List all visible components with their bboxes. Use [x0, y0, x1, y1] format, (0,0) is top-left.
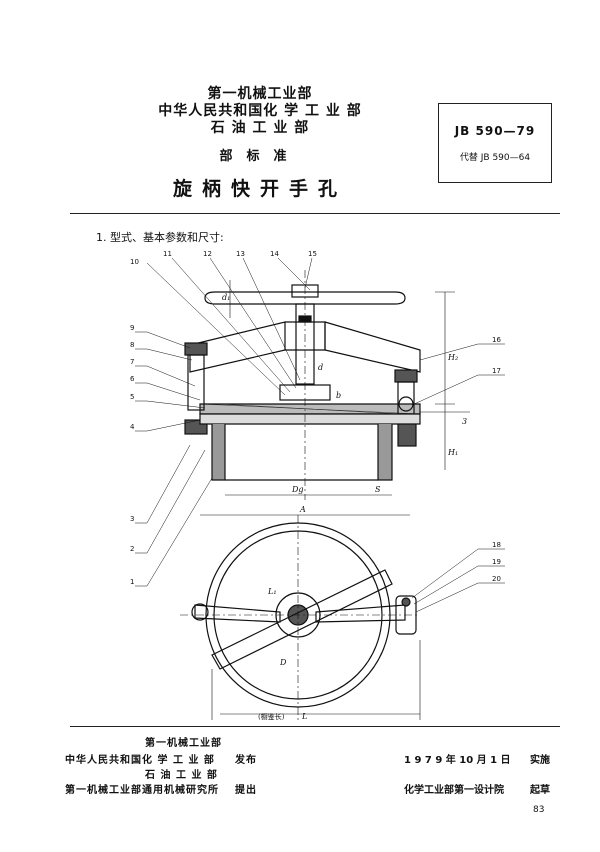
- callout-15: 15: [308, 250, 317, 258]
- replaces-standard: 代替 JB 590—64: [459, 153, 531, 163]
- standard-code-box: JB 590—79 代替 JB 590—64: [438, 103, 552, 183]
- right-bolt-nut-top: [394, 369, 418, 383]
- left-bolt: [187, 354, 205, 411]
- callout-10: 10: [130, 258, 139, 266]
- left-bolt-nut-top: [184, 342, 208, 356]
- callout-7: 7: [130, 358, 134, 366]
- dim-3: 3: [462, 417, 467, 426]
- dim-H2: H₂: [447, 353, 458, 362]
- ministry-line-1: 第一机械工业部: [207, 86, 313, 102]
- yoke-right-arm: [324, 321, 421, 373]
- plan-handle-bar: [211, 569, 393, 670]
- flange: [199, 413, 421, 425]
- dim-L1: L₁: [267, 587, 277, 596]
- callout-9: 9: [130, 324, 134, 332]
- dim-D: D: [279, 658, 287, 667]
- dim-H1: H₁: [447, 448, 458, 457]
- callout-4: 4: [130, 423, 135, 431]
- handle-bar: [204, 291, 406, 305]
- neck-right: [377, 424, 393, 481]
- dim-b: b: [336, 391, 341, 400]
- plan-left-pin: [191, 603, 209, 621]
- callout-17: 17: [492, 367, 501, 375]
- issuer-line-1: 第一机械工业部: [145, 738, 222, 749]
- proposed-label: 提出: [235, 785, 257, 796]
- callout-12: 12: [203, 250, 212, 258]
- page-number: 83: [533, 805, 545, 815]
- callout-16: 16: [492, 336, 501, 344]
- callout-20: 20: [492, 575, 501, 583]
- dim-L: L: [301, 712, 307, 721]
- callout-3: 3: [130, 515, 134, 523]
- drafter: 化学工业部第一设计院: [404, 785, 504, 796]
- dim-S: S: [375, 485, 381, 494]
- neck-left: [211, 424, 226, 481]
- callout-5: 5: [130, 393, 134, 401]
- issued-label: 发布: [235, 755, 257, 766]
- callout-18: 18: [492, 541, 501, 549]
- issuer-line-3: 石 油 工 业 部: [145, 770, 218, 781]
- plan-yoke-left: [194, 604, 281, 623]
- effective-label: 实施: [530, 755, 550, 766]
- callout-1: 1: [130, 578, 134, 586]
- proposer: 第一机械工业部通用机械研究所: [65, 785, 219, 796]
- callout-8: 8: [130, 341, 134, 349]
- dim-d: d: [318, 363, 323, 372]
- callout-11: 11: [163, 250, 172, 258]
- header-rule: [70, 213, 560, 214]
- dim-d1: d₁: [222, 293, 230, 302]
- plan-yoke-right: [315, 604, 406, 623]
- callout-19: 19: [492, 558, 501, 566]
- footer-rule: [70, 726, 560, 727]
- dim-A: A: [299, 505, 306, 514]
- right-bolt-pin: [398, 396, 414, 412]
- standard-type: 部标准: [219, 149, 301, 164]
- ministry-line-2: 中华人民共和国化 学 工 业 部: [158, 103, 362, 119]
- callout-14: 14: [270, 250, 279, 258]
- callout-13: 13: [236, 250, 245, 258]
- dim-L-note: (橱鉴长): [258, 712, 285, 721]
- standard-code: JB 590—79: [454, 124, 536, 138]
- ministry-line-3: 石 油 工 业 部: [210, 120, 310, 136]
- document-title: 旋柄快开手孔: [172, 178, 347, 200]
- callout-2: 2: [130, 545, 134, 553]
- callout-6: 6: [130, 375, 135, 383]
- dim-Dg: Dg: [291, 485, 304, 494]
- issuer-line-2: 中华人民共和国化 学 工 业 部: [65, 755, 215, 766]
- drafted-label: 起草: [530, 785, 550, 796]
- effective-date: 1 9 7 9 年 10 月 1 日: [404, 755, 511, 766]
- section-heading: 1. 型式、基本参数和尺寸:: [96, 231, 224, 244]
